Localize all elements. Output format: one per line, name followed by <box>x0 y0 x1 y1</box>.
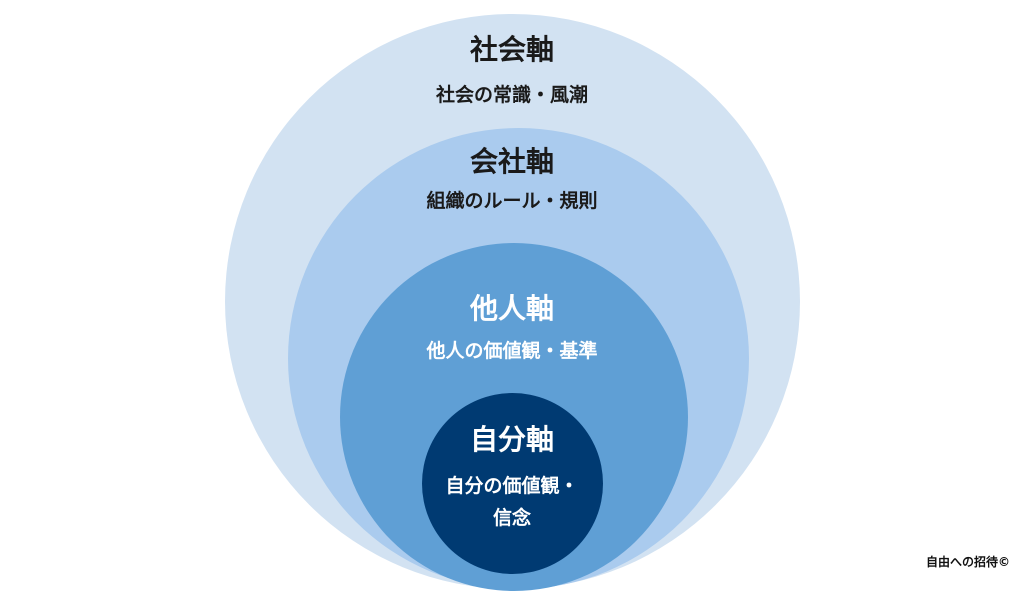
company-title: 会社軸 <box>469 145 554 178</box>
society-title: 社会軸 <box>469 33 554 66</box>
self-subtitle: 自分の価値観・ 信念 <box>0 470 1024 534</box>
others-title: 他人軸 <box>469 292 554 325</box>
self-title: 自分軸 <box>469 423 554 456</box>
company-subtitle: 組織のルール・規則 <box>426 190 598 212</box>
self-subtitle-line1: 自分の価値観・ <box>445 475 579 497</box>
self-subtitle-line2: 信念 <box>492 507 531 529</box>
others-subtitle: 他人の価値観・基準 <box>426 340 598 362</box>
self-circle <box>422 393 603 574</box>
society-subtitle: 社会の常識・風潮 <box>435 84 588 106</box>
credit-text: 自由への招待© <box>925 555 1010 569</box>
